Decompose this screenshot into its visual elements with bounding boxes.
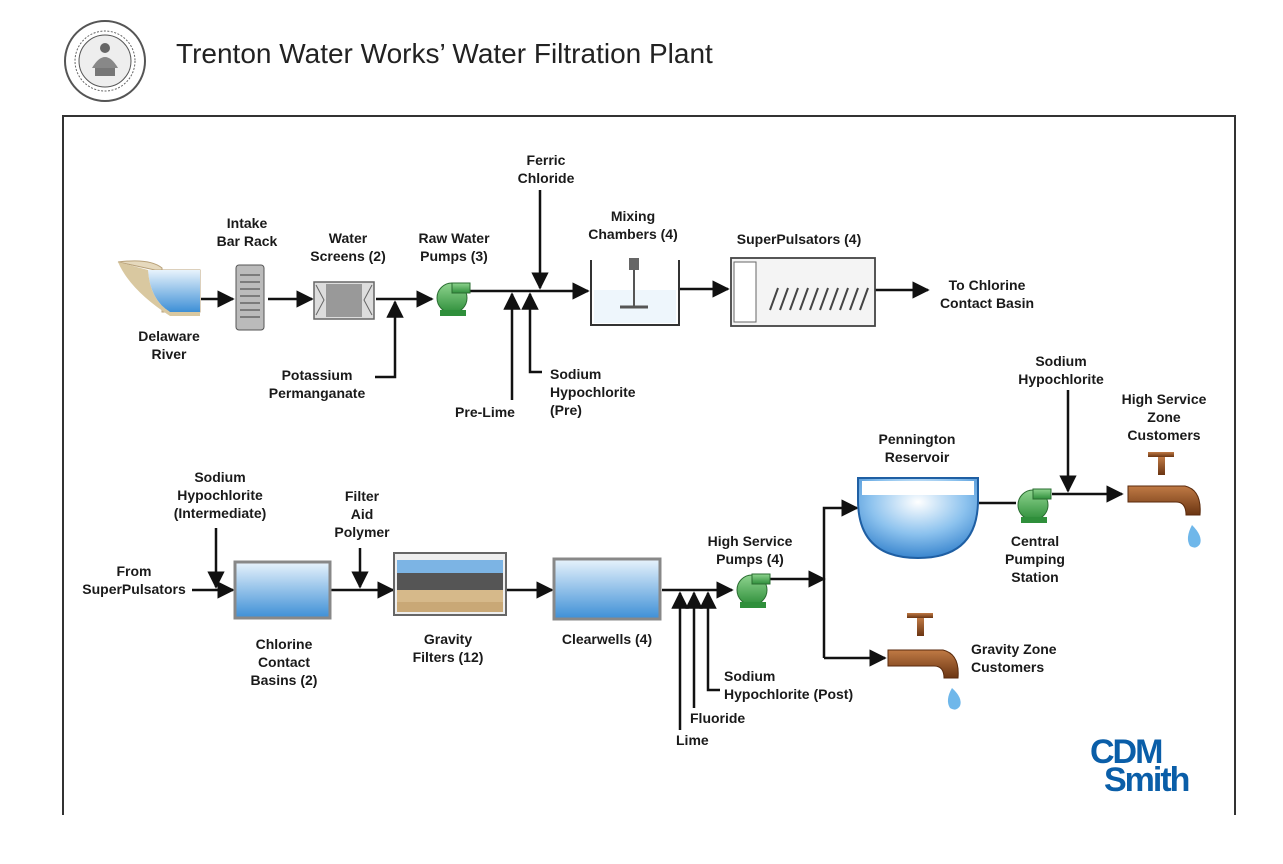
central-pump-icon (1017, 488, 1052, 523)
superpulsator-icon (730, 257, 876, 327)
filter-aid-label: Filter Aid Polymer (334, 488, 390, 540)
intake-label: Intake Bar Rack (216, 215, 278, 249)
lime-label: Lime (676, 732, 709, 748)
hs-customers-label: High Service Zone Customers (1121, 391, 1207, 443)
faucet-icon (887, 613, 961, 710)
city-seal-logo (64, 20, 146, 102)
screens-label: Water Screens (2) (310, 230, 386, 264)
brand-line2: Smith (1104, 761, 1190, 799)
raw-pumps-label: Raw Water Pumps (3) (418, 230, 490, 264)
gravity-filter-icon (393, 552, 507, 616)
prelime-label: Pre-Lime (455, 404, 515, 420)
mixing-chamber-icon (590, 258, 680, 326)
water-screen-icon (313, 281, 375, 320)
gravity-customers-label: Gravity Zone Customers (971, 641, 1057, 675)
hs-pumps-label: High Service Pumps (4) (707, 533, 793, 567)
page-title: Trenton Water Works’ Water Filtration Pl… (176, 38, 713, 69)
high-service-pump-icon (736, 573, 771, 608)
fluoride-label: Fluoride (690, 710, 746, 726)
to-chlorine-label: To Chlorine Contact Basin (939, 277, 1035, 311)
sodium-post-label: Sodium Hypochlorite (Post) (724, 668, 854, 702)
central-label: Central Pumping Station (1005, 533, 1065, 585)
sodium-inter-label: Sodium Hypochlorite (Intermediate) (173, 469, 267, 521)
mixing-label: Mixing Chambers (4) (588, 208, 678, 242)
from-super-label: From SuperPulsators (82, 563, 186, 597)
brand-line1: CDM (1090, 733, 1163, 771)
diagram-frame (62, 115, 1236, 815)
bar-rack-icon (235, 264, 265, 331)
pennington-label: Pennington Reservoir (878, 431, 956, 465)
raw-water-pump-icon (436, 282, 471, 316)
superpulsators-label: SuperPulsators (4) (736, 231, 862, 247)
delaware-label: Delaware River (138, 328, 200, 362)
brand-logo: CDM Smith (1090, 735, 1220, 799)
ferric-label: Ferric Chloride (517, 152, 575, 186)
faucet-icon (1127, 452, 1201, 548)
clearwell-icon (552, 557, 662, 621)
sodium-hs-label: Sodium Hypochlorite (1018, 353, 1104, 387)
chlorine-basin-icon (233, 560, 332, 620)
reservoir-icon (857, 477, 979, 560)
clearwells-label: Clearwells (4) (561, 631, 653, 647)
river-icon (117, 260, 201, 316)
gravity-filters-label: Gravity Filters (12) (412, 631, 484, 665)
potassium-label: Potassium Permanganate (268, 367, 366, 401)
sodium-pre-label: Sodium Hypochlorite (Pre) (550, 366, 636, 418)
chlorine-basins-label: Chlorine Contact Basins (2) (250, 636, 318, 688)
